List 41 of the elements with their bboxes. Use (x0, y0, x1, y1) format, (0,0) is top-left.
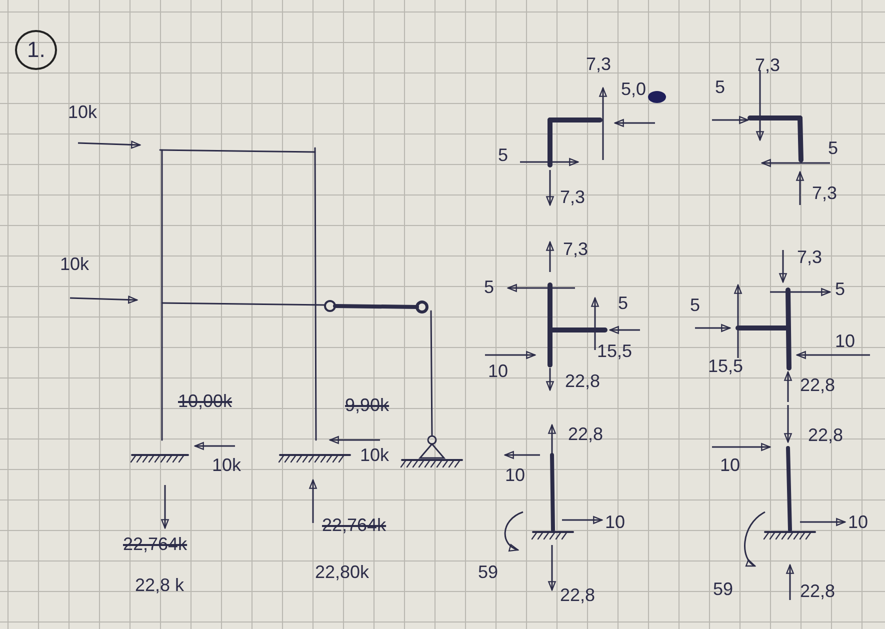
struck-value: 22,764k (322, 516, 386, 536)
force-value: 5 (715, 78, 726, 98)
force-value: 22,8 (565, 372, 600, 392)
force-value: 7,3 (797, 248, 822, 268)
force-value: 15,5 (708, 357, 744, 377)
force-value: 10 (505, 466, 526, 486)
force-value: 5 (690, 296, 700, 316)
force-value: 10 (488, 362, 508, 382)
struck-value: 10,00k (178, 392, 232, 412)
force-value: 10k (60, 255, 90, 275)
force-value: 22,8 (800, 376, 836, 396)
force-value: 5 (498, 146, 508, 166)
force-value: 22,8 k (135, 576, 184, 596)
force-value: 7,3 (755, 56, 780, 76)
problem-number: 1. (15, 30, 58, 70)
force-value: 7,3 (586, 55, 612, 75)
force-value: 15,5 (597, 342, 632, 362)
force-value: 10k (68, 103, 98, 123)
force-value: 7,3 (560, 188, 586, 208)
force-value: 7,3 (812, 184, 838, 204)
force-value: 5 (484, 278, 494, 298)
force-value: 22,8 (800, 582, 836, 602)
force-value: 10 (720, 456, 740, 476)
force-value: 22,8 (560, 586, 596, 606)
force-value: 22,8 (568, 425, 604, 445)
force-value: 59 (713, 580, 734, 600)
force-value: 10 (605, 513, 626, 533)
force-value: 10k (212, 456, 242, 476)
struck-value: 22,764k (123, 535, 188, 555)
force-value: 7,3 (563, 240, 588, 260)
force-value: 10k (360, 446, 390, 466)
force-value: 10 (835, 332, 856, 352)
force-value: 5 (618, 294, 628, 314)
struck-value: 9,90k (345, 396, 390, 416)
force-value: 5 (828, 139, 838, 159)
force-value: 22,8 (808, 426, 844, 446)
force-value: 22,80k (315, 563, 370, 583)
force-value: 5,0 (621, 80, 646, 100)
force-value: 5 (835, 280, 846, 300)
force-value: 10 (848, 513, 868, 533)
force-value: 59 (478, 563, 498, 583)
